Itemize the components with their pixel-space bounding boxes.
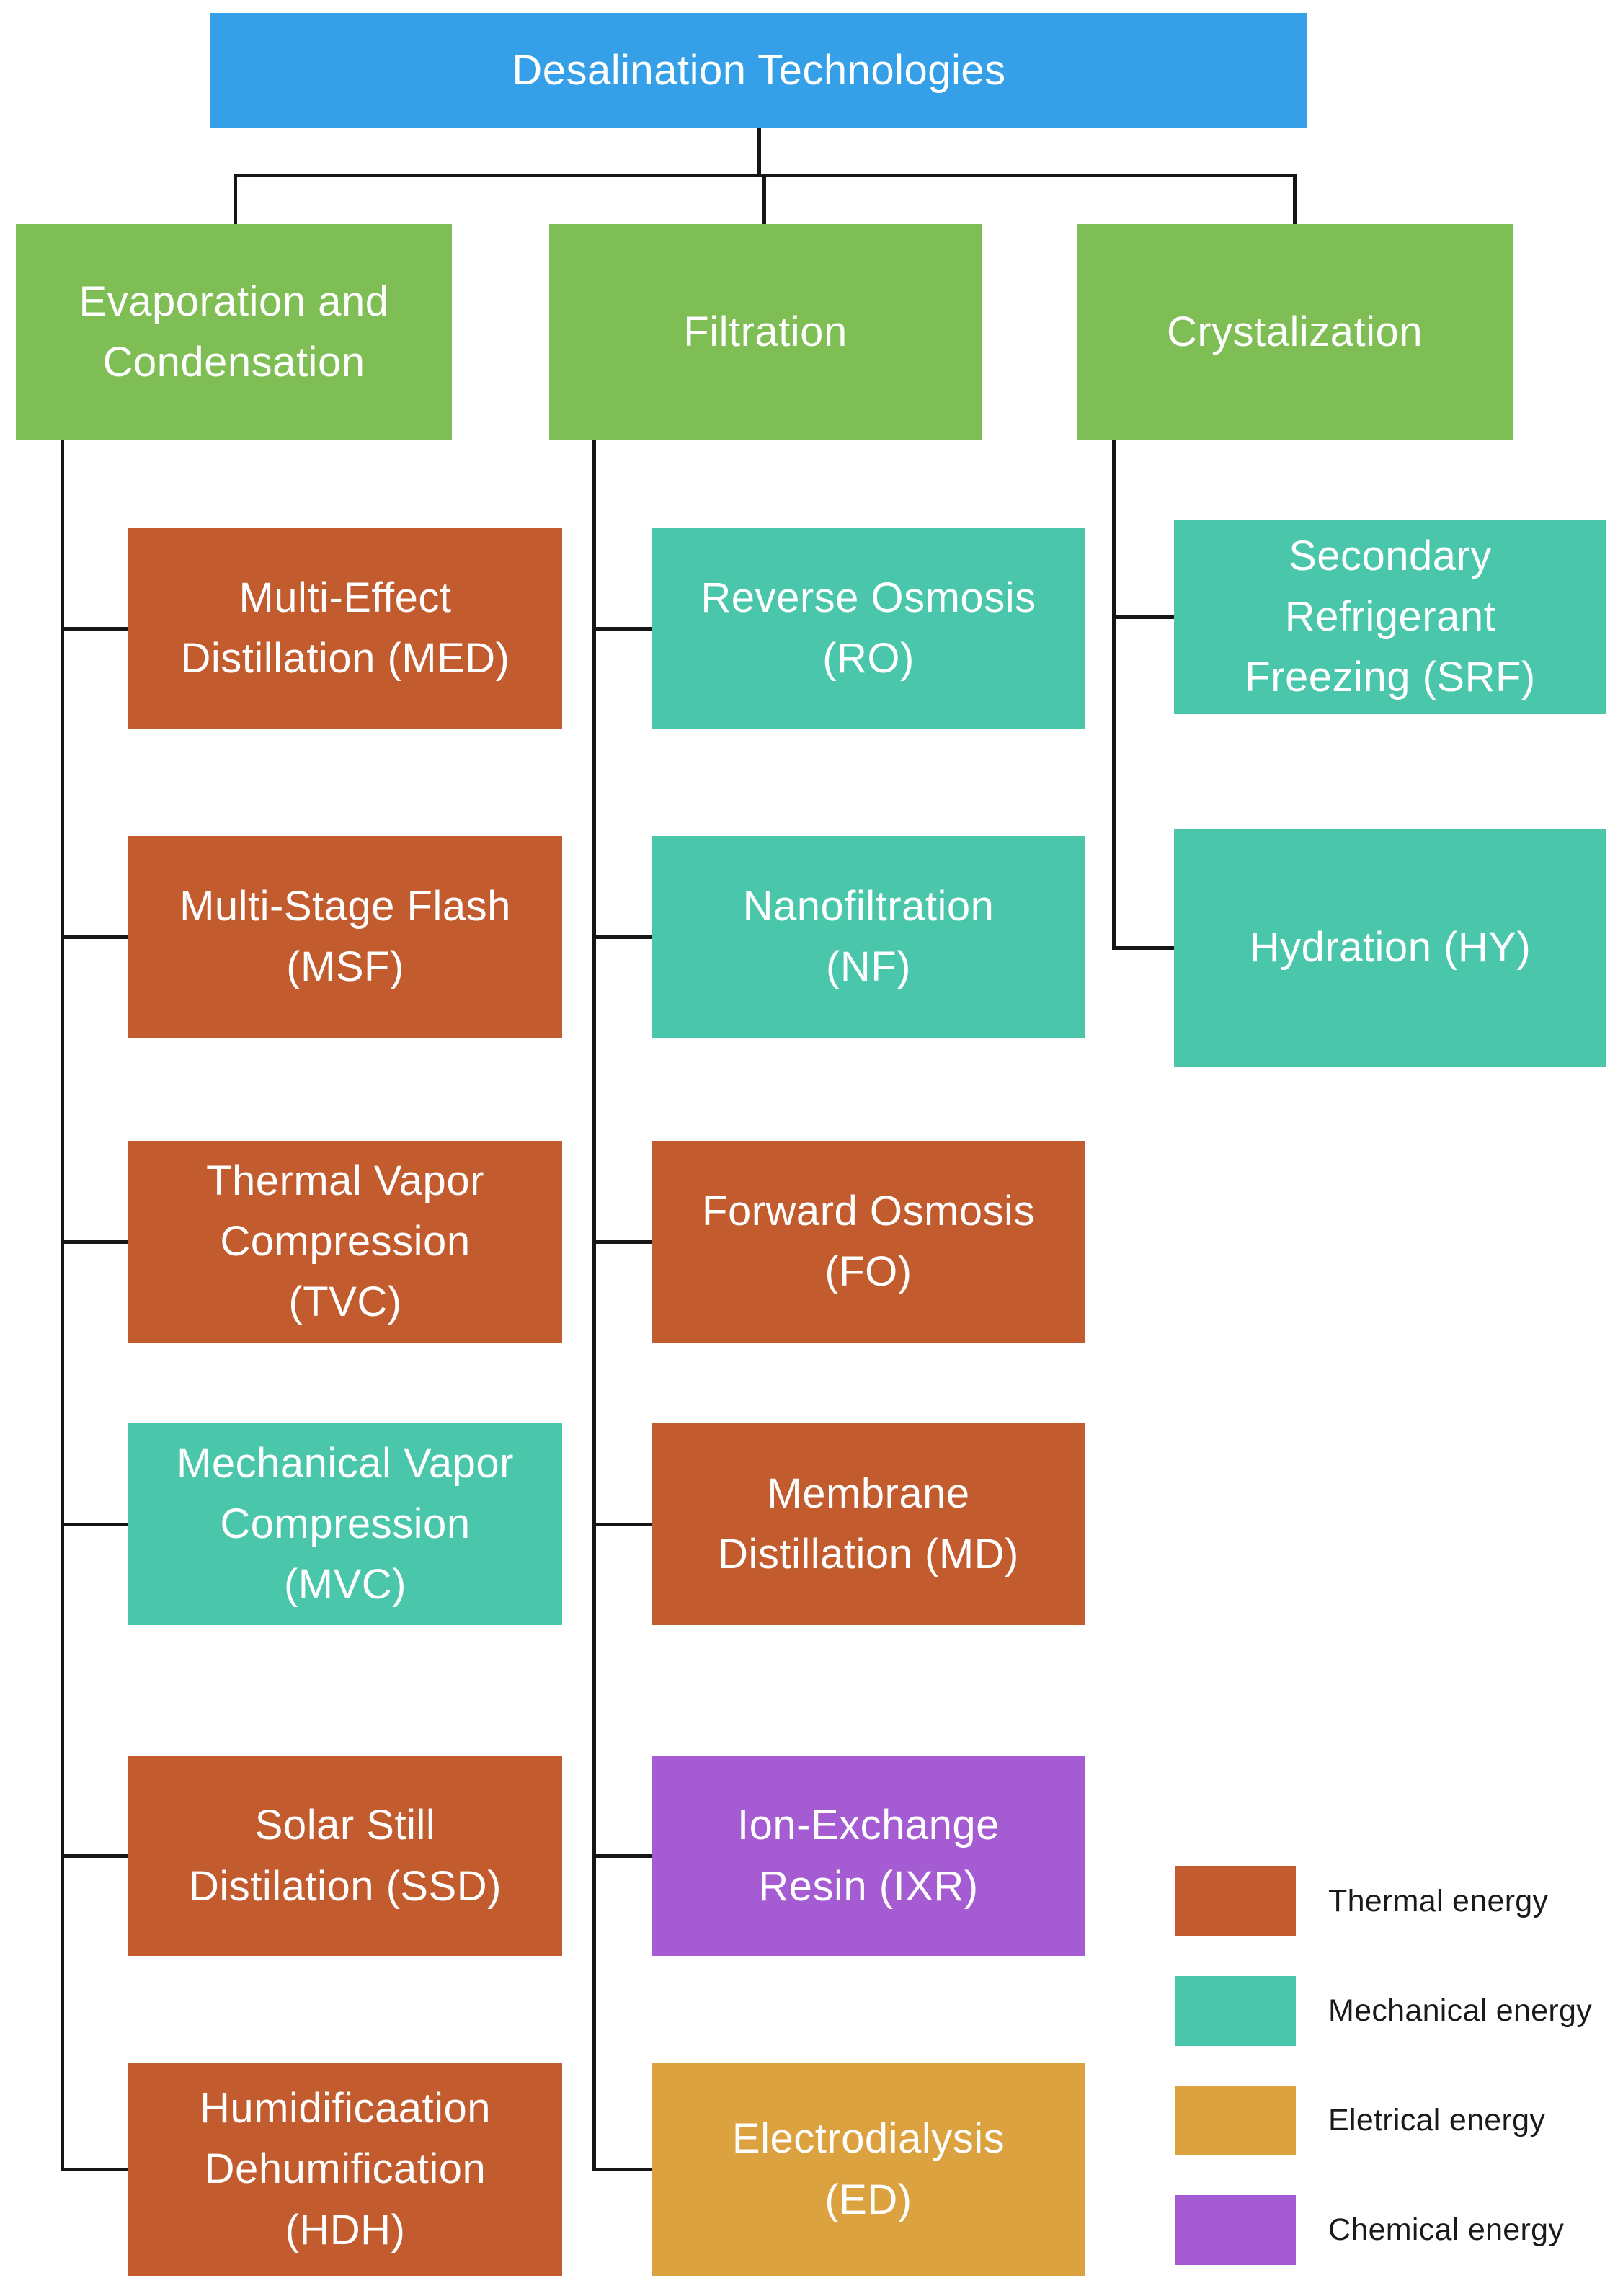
node-hdh: Humidificaation Dehumification (HDH) [128, 2063, 562, 2276]
connector-branch-tvc [61, 1240, 130, 1244]
diagram-title: Desalination Technologies [210, 13, 1307, 128]
legend-item-electrical: Eletrical energy [1175, 2086, 1545, 2155]
node-msf: Multi-Stage Flash (MSF) [128, 836, 562, 1038]
legend-swatch-electrical [1175, 2086, 1296, 2155]
connector-branch-hdh [61, 2168, 130, 2171]
legend-label-thermal: Thermal energy [1328, 1884, 1549, 1918]
connector-title-vertical [757, 128, 761, 177]
connector-branch-msf [61, 935, 130, 939]
category-evaporation-condensation: Evaporation and Condensation [16, 224, 452, 440]
node-ed: Electrodialysis (ED) [652, 2063, 1085, 2276]
legend-swatch-mechanical [1175, 1976, 1296, 2046]
legend-label-mechanical: Mechanical energy [1328, 1993, 1593, 2028]
connector-branch-nf [592, 935, 654, 939]
node-ro: Reverse Osmosis (RO) [652, 528, 1085, 729]
connector-spine-filtration [592, 438, 596, 2171]
node-md: Membrane Distillation (MD) [652, 1423, 1085, 1625]
node-nf: Nanofiltration (NF) [652, 836, 1085, 1038]
node-hy: Hydration (HY) [1174, 829, 1606, 1067]
node-ssd: Solar Still Distilation (SSD) [128, 1756, 562, 1956]
connector-branch-fo [592, 1240, 654, 1244]
legend-item-thermal: Thermal energy [1175, 1866, 1548, 1936]
connector-spine-evaporation [61, 438, 64, 2171]
connector-branch-md [592, 1523, 654, 1526]
node-mvc: Mechanical Vapor Compression (MVC) [128, 1423, 562, 1625]
node-fo: Forward Osmosis (FO) [652, 1141, 1085, 1343]
connector-branch-ixr [592, 1854, 654, 1858]
connector-drop-filtration [762, 174, 766, 226]
node-ixr: Ion-Exchange Resin (IXR) [652, 1756, 1085, 1956]
legend-item-mechanical: Mechanical energy [1175, 1976, 1592, 2046]
connector-drop-crystalization [1293, 174, 1297, 226]
category-crystalization: Crystalization [1077, 224, 1513, 440]
node-med: Multi-Effect Distillation (MED) [128, 528, 562, 729]
legend-item-chemical: Chemical energy [1175, 2195, 1564, 2265]
legend-label-chemical: Chemical energy [1328, 2212, 1565, 2247]
connector-spine-crystalization [1112, 438, 1116, 949]
node-tvc: Thermal Vapor Compression (TVC) [128, 1141, 562, 1343]
connector-branch-srf [1112, 615, 1175, 619]
legend-swatch-thermal [1175, 1866, 1296, 1936]
category-filtration: Filtration [549, 224, 982, 440]
legend-swatch-chemical [1175, 2195, 1296, 2265]
connector-drop-evaporation [234, 174, 237, 226]
connector-branch-med [61, 627, 130, 631]
connector-branch-ssd [61, 1854, 130, 1858]
connector-branch-hy [1112, 946, 1175, 950]
connector-branch-ro [592, 627, 654, 631]
connector-branch-mvc [61, 1523, 130, 1526]
legend-label-electrical: Eletrical energy [1328, 2103, 1546, 2137]
node-srf: Secondary Refrigerant Freezing (SRF) [1174, 520, 1606, 714]
connector-branch-ed [592, 2168, 654, 2171]
